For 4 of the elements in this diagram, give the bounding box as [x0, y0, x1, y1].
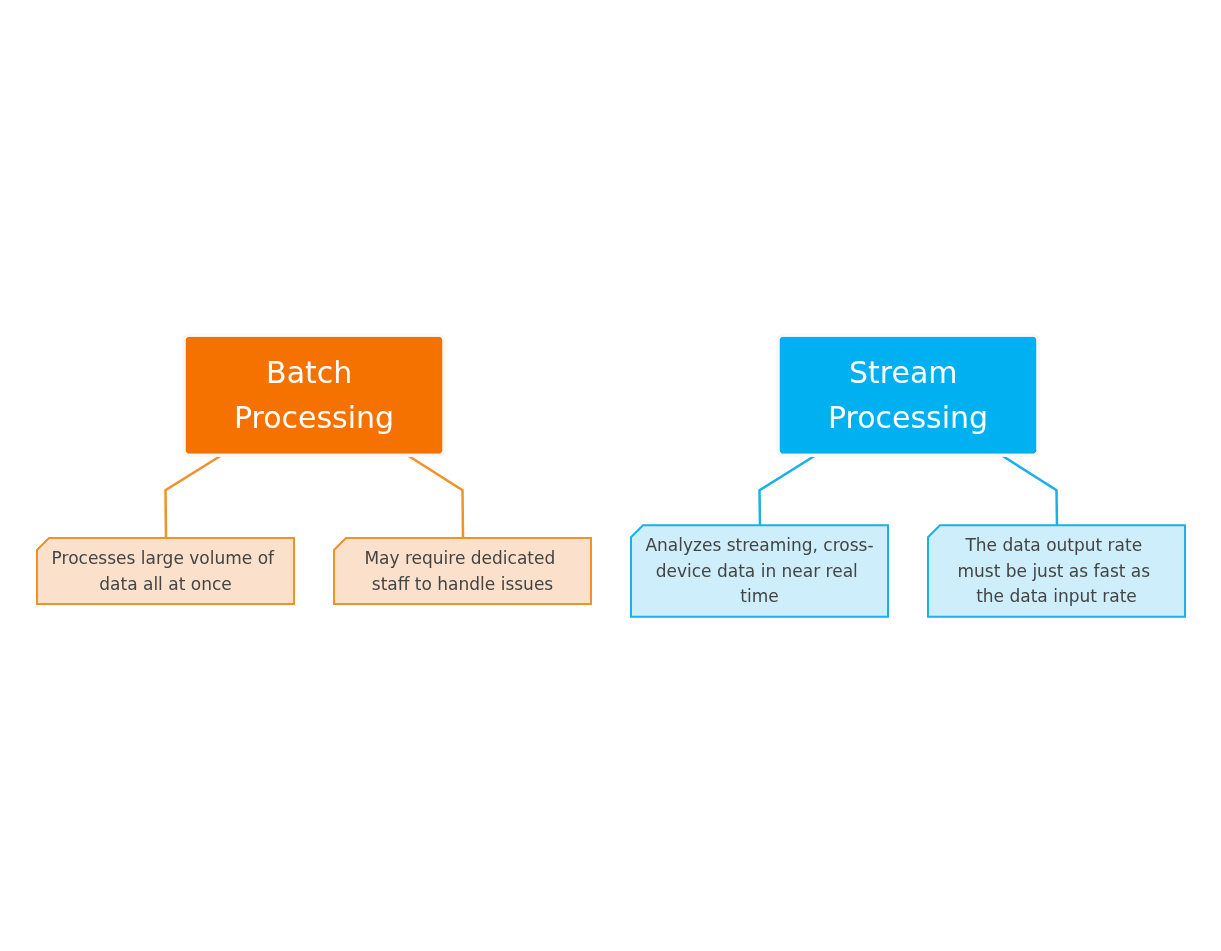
connector: [163, 454, 221, 538]
connector: [1001, 454, 1058, 526]
connector: [407, 454, 464, 538]
connector: [757, 454, 815, 526]
